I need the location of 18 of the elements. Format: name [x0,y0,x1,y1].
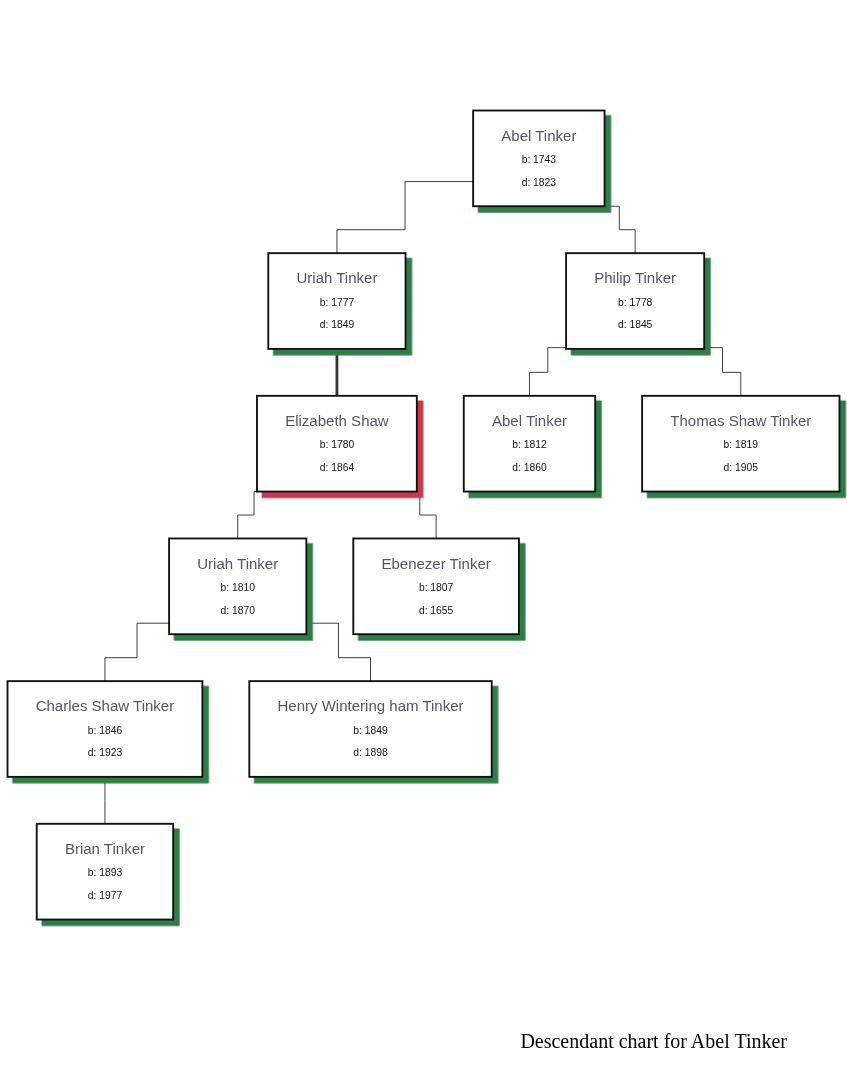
connector [529,347,567,397]
node-box: Uriah Tinker b: 1810 d: 1870 [168,537,308,636]
node-box: Brian Tinker b: 1893 d: 1977 [35,822,175,921]
node-box: Charles Shaw Tinker b: 1846 d: 1923 [6,680,204,778]
connector [336,181,474,254]
node-box: Abel Tinker b: 1812 d: 1860 [462,394,597,493]
node-box: Thomas Shaw Tinker b: 1819 d: 1905 [641,394,841,493]
node-box: Abel Tinker b: 1743 d: 1823 [472,109,606,208]
caption: Descendant chart for Abel Tinker [520,1030,787,1053]
node-box: Henry Wintering ham Tinker b: 1849 d: 1898 [248,680,493,778]
connector [603,205,636,254]
connector [104,622,170,682]
node-box: Uriah Tinker b: 1777 d: 1849 [267,252,407,350]
node-box: Ebenezer Tinker b: 1807 d: 1655 [352,537,520,636]
connector [703,347,742,397]
node-box: Philip Tinker b: 1778 d: 1845 [565,252,706,350]
connector [104,776,106,825]
node-box: Elizabeth Shaw b: 1780 d: 1864 [256,394,418,493]
